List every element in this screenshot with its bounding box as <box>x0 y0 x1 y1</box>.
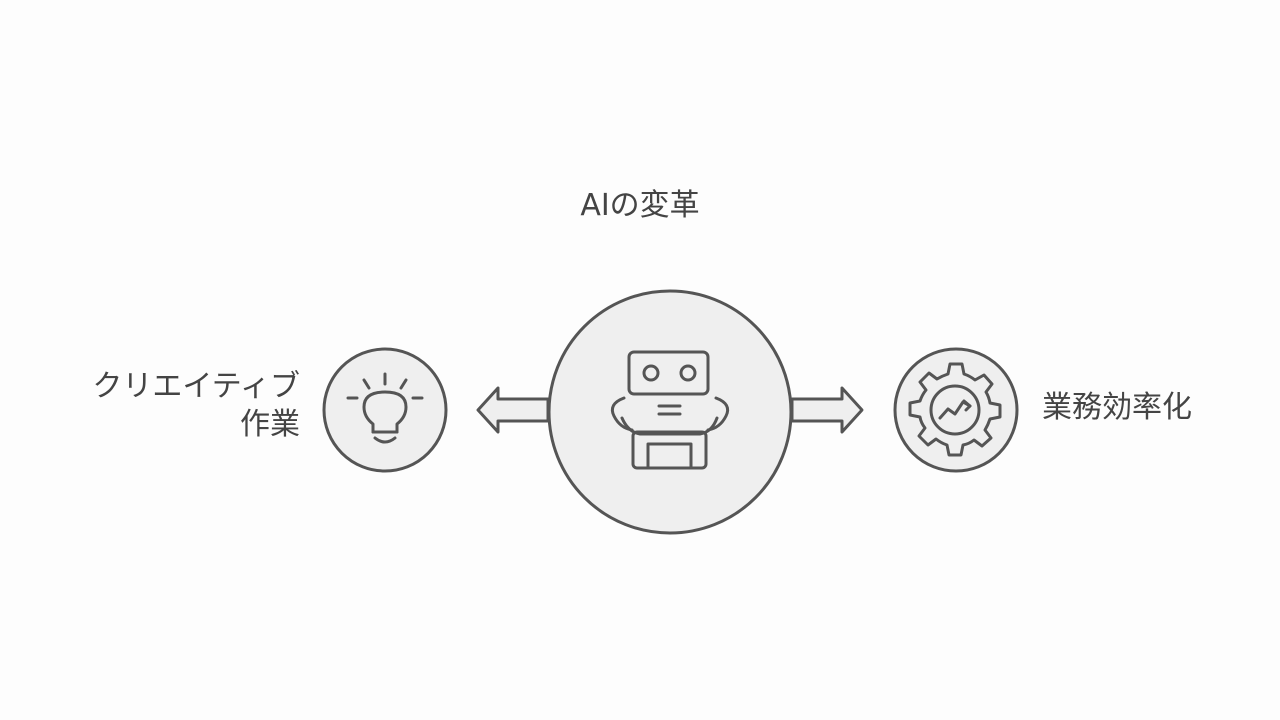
center-circle <box>547 289 793 535</box>
lightbulb-icon <box>346 372 424 444</box>
left-circle <box>322 347 448 473</box>
gear-chart-icon <box>908 362 1002 457</box>
right-arrow <box>790 386 864 434</box>
diagram-title: AIの変革 <box>580 188 700 223</box>
left-node-label-line2: 作業 <box>240 407 300 442</box>
left-arrow <box>476 386 550 434</box>
right-node-label: 業務効率化 <box>1042 390 1192 425</box>
left-node-label-line1: クリエイティブ <box>92 369 300 404</box>
left-node-label: クリエイティブ 作業 <box>40 368 300 444</box>
robot-icon <box>610 350 730 470</box>
